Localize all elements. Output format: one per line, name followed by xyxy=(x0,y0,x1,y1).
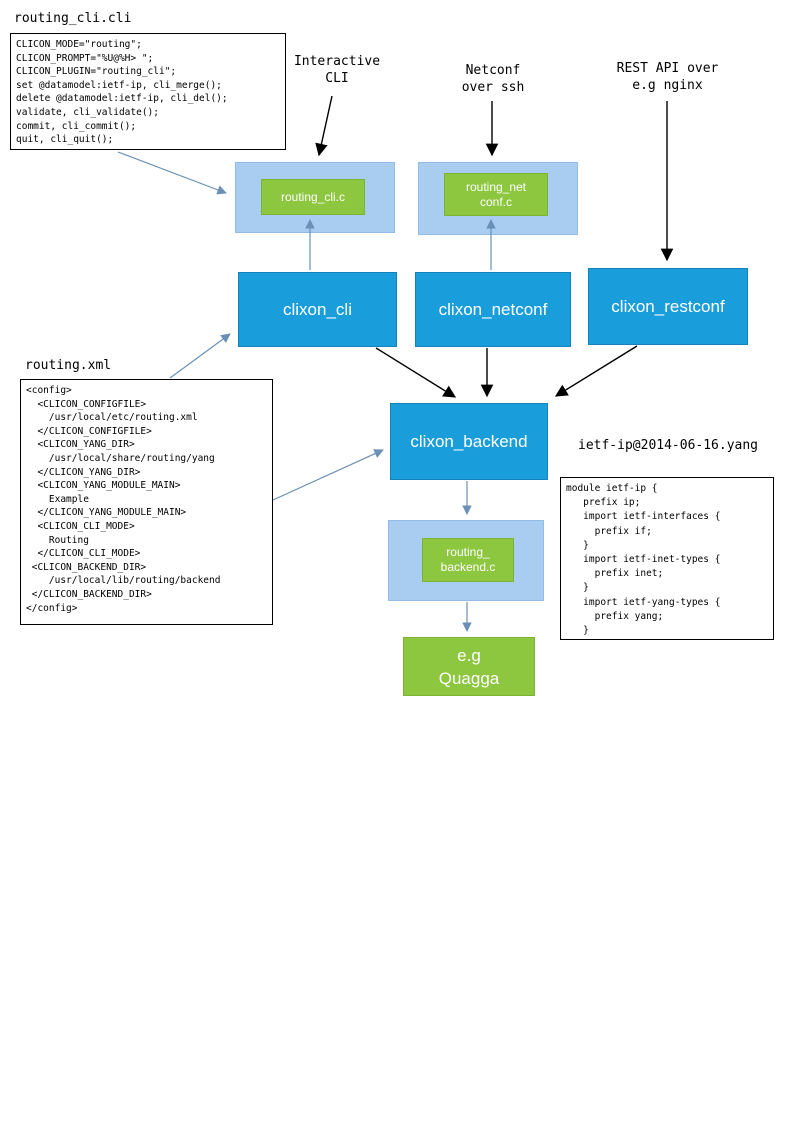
clixon-restconf-node: clixon_restconf xyxy=(588,268,748,345)
quagga-node: e.g Quagga xyxy=(403,637,535,696)
backend-plugin-container: routing_ backend.c xyxy=(388,520,544,601)
yang-file-label: ietf-ip@2014-06-16.yang xyxy=(578,438,759,453)
arrow-restconf-to-backend xyxy=(554,345,638,397)
routing-backend-c-node: routing_ backend.c xyxy=(422,538,514,582)
clixon-netconf-node: clixon_netconf xyxy=(415,272,571,347)
arrow-interactive-cli-to-cli-plugin xyxy=(315,95,333,157)
routing-cli-file-label: routing_cli.cli xyxy=(14,11,132,26)
clixon-cli-node: clixon_cli xyxy=(238,272,397,347)
arrow-xml-to-backend xyxy=(272,449,384,501)
yang-code: module ietf-ip { prefix ip; import ietf-… xyxy=(560,477,774,640)
interactive-cli-label: Interactive CLI xyxy=(293,54,381,86)
cli-plugin-container: routing_cli.c xyxy=(235,162,395,233)
arrow-cli-file-to-cli-plugin xyxy=(117,151,227,195)
netconf-plugin-container: routing_net conf.c xyxy=(418,162,578,235)
routing-xml-file-label: routing.xml xyxy=(25,358,112,373)
routing-xml-code: <config> <CLICON_CONFIGFILE> /usr/local/… xyxy=(20,379,273,625)
routing-cli-c-node: routing_cli.c xyxy=(261,179,365,215)
routing-netconf-c-node: routing_net conf.c xyxy=(444,173,548,216)
routing-cli-cli-code: CLICON_MODE="routing"; CLICON_PROMPT="%U… xyxy=(10,33,286,150)
arrow-cli-to-backend xyxy=(375,347,457,398)
clixon-backend-node: clixon_backend xyxy=(390,403,548,480)
rest-api-label: REST API over e.g nginx xyxy=(616,61,719,93)
netconf-label: Netconf over ssh xyxy=(461,63,525,95)
arrow-xml-to-cli xyxy=(169,333,231,379)
